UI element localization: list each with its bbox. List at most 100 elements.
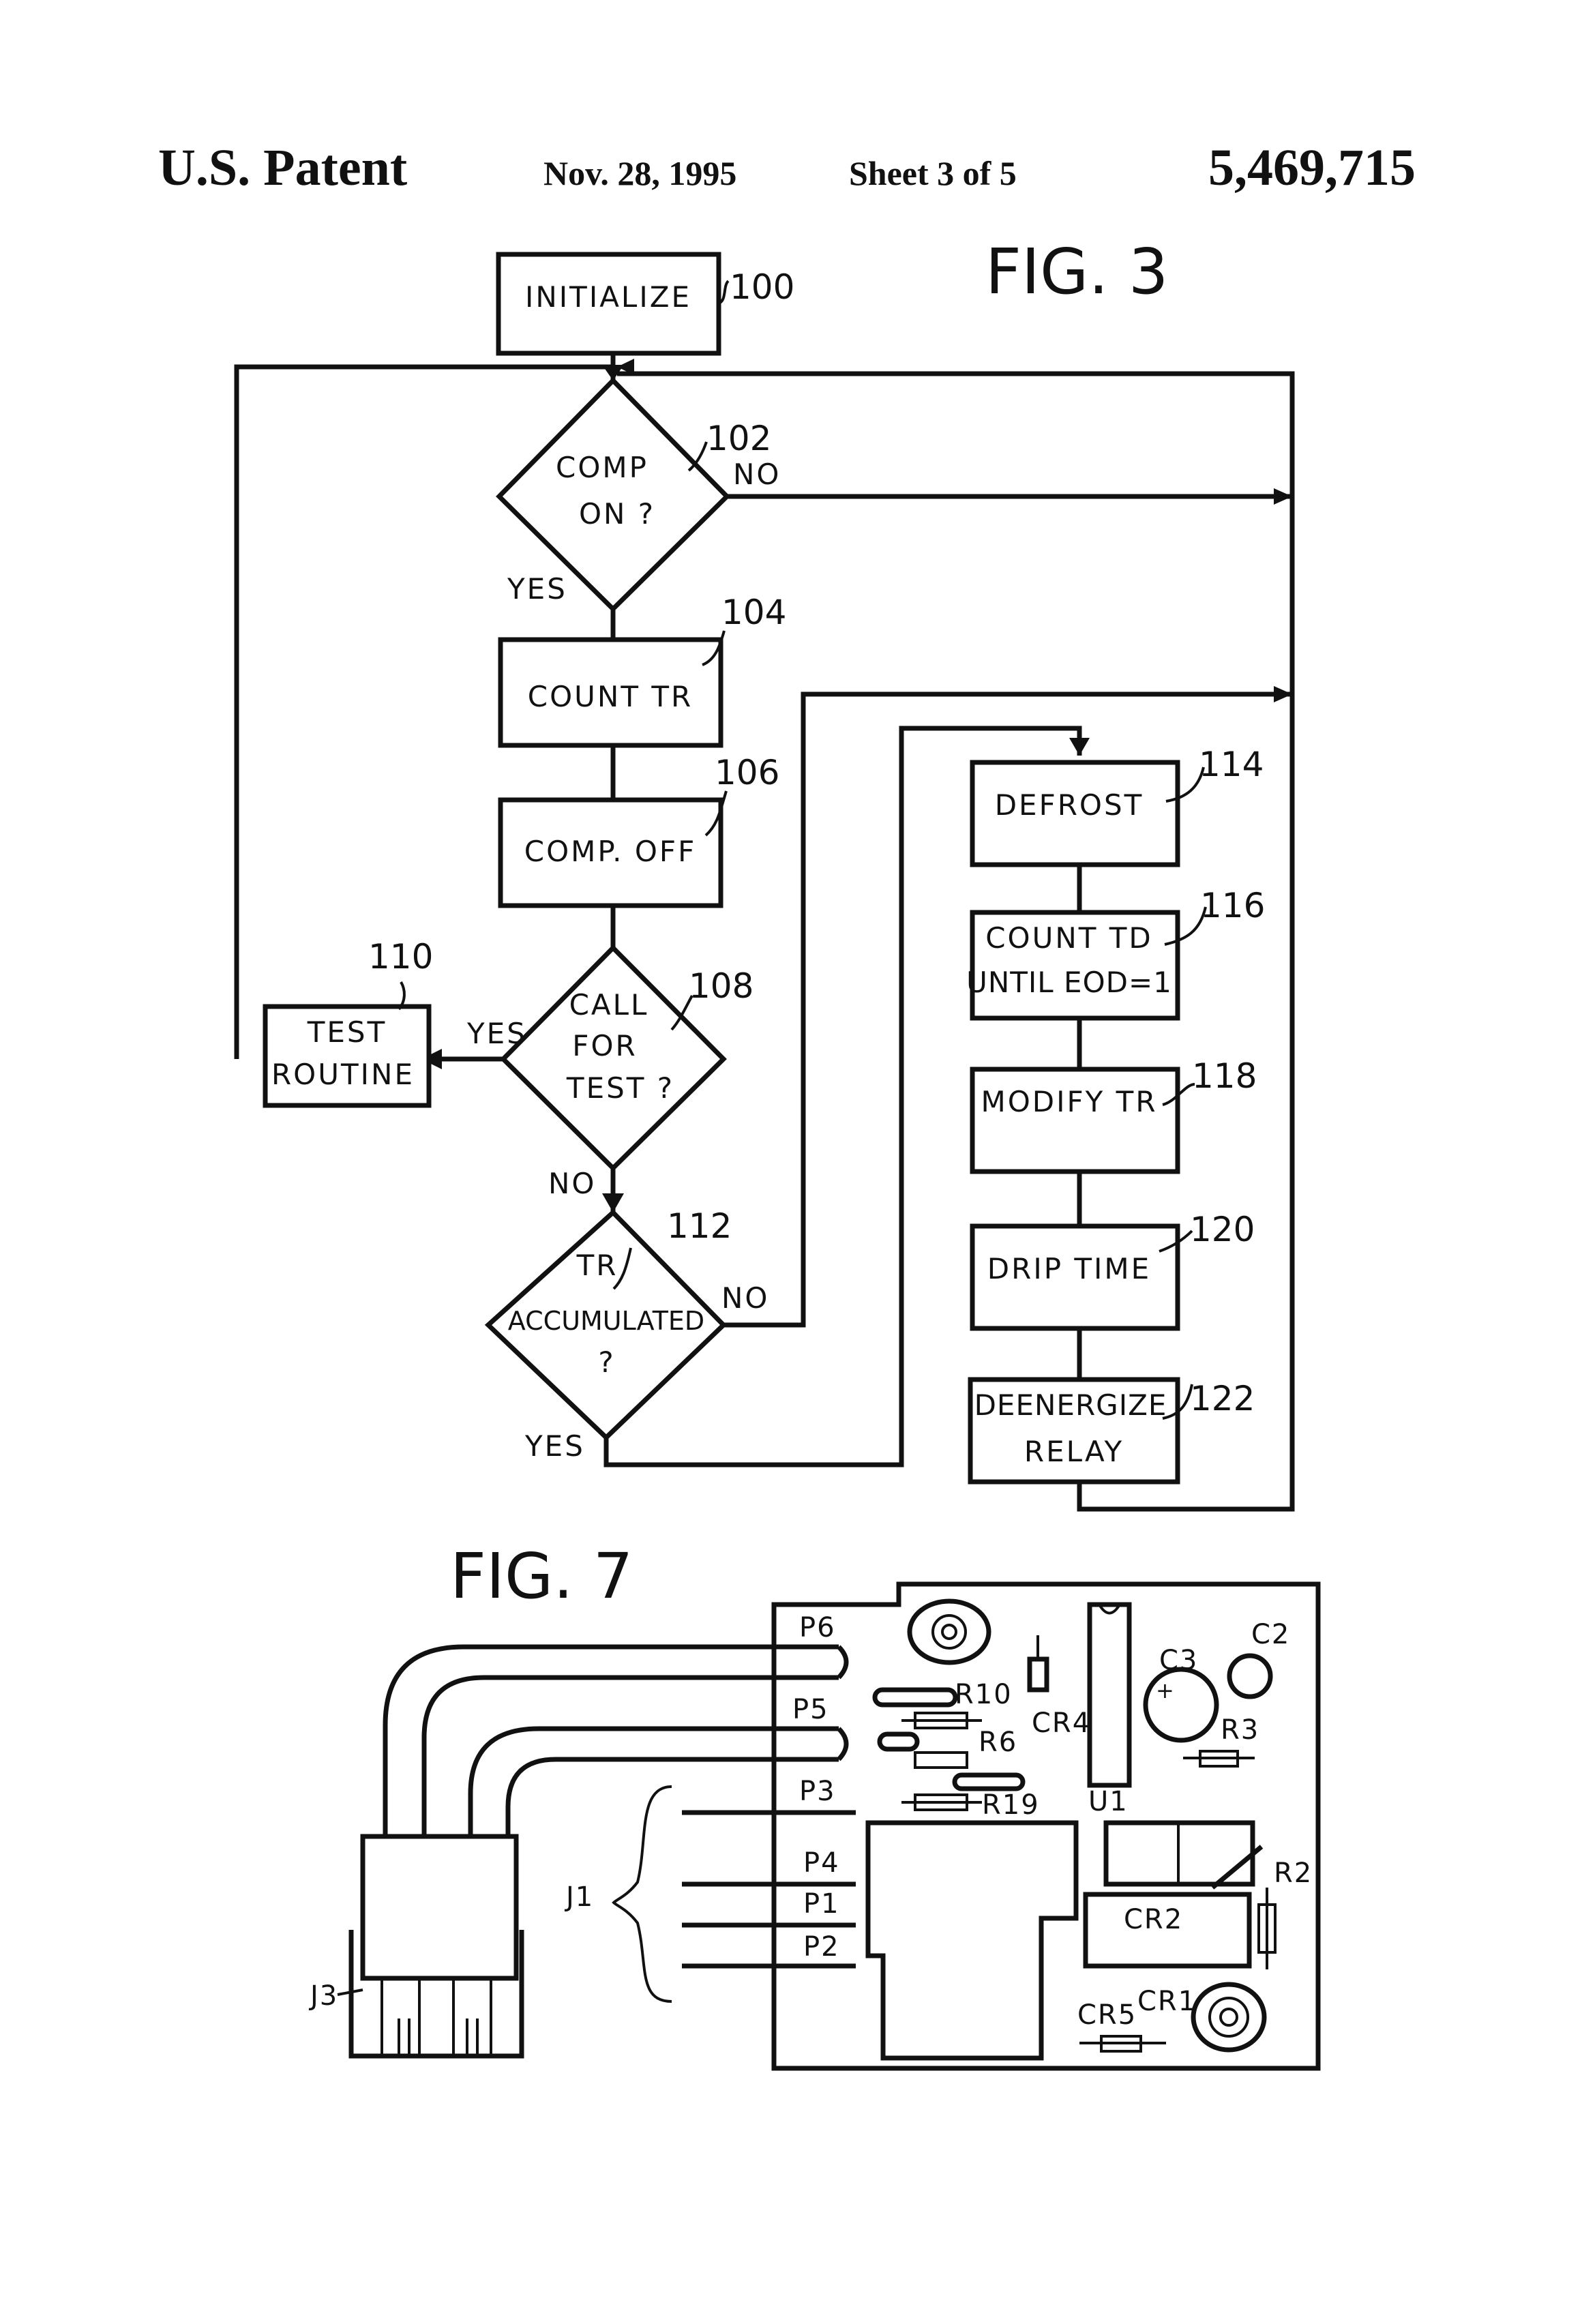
- leader-line: [1164, 906, 1207, 946]
- step-100-initialize: INITIALIZE 100: [496, 252, 794, 356]
- decision-label-line-3: TEST ?: [566, 1071, 674, 1105]
- pin-label-p6: P6: [799, 1612, 836, 1643]
- step-104-count-tr: COUNT TR 104: [498, 593, 786, 748]
- leader-line: [337, 1988, 363, 1996]
- step-label: DEFROST: [995, 788, 1144, 822]
- fig3-flowchart: FIG. 3: [234, 235, 1295, 1512]
- cr4-diode: [1027, 1656, 1049, 1693]
- leader-line: [1162, 1083, 1195, 1106]
- r3-resistor: [1199, 1750, 1239, 1768]
- step-box: [970, 1223, 1180, 1331]
- step-box: [970, 910, 1180, 1021]
- branch-no-label: NO: [721, 1281, 769, 1315]
- leader-line: [398, 981, 406, 1011]
- decision-label-line-2: FOR: [572, 1029, 637, 1062]
- u1-notch: [1098, 1603, 1121, 1615]
- step-label: COUNT TR: [528, 680, 693, 713]
- step-122-deenergize-relay: DEENERGIZE RELAY 122: [968, 1377, 1255, 1485]
- terminal-screw-center: [1219, 2008, 1238, 2027]
- r6-resistor: [914, 1712, 968, 1729]
- step-label: INITIALIZE: [525, 280, 691, 314]
- step-label-line-2: ROUTINE: [271, 1058, 415, 1091]
- circuit-board-outline: [771, 1581, 1321, 2071]
- fig7-drawing: FIG. 7 J3: [308, 1540, 1321, 2071]
- decision-label-line-2: ACCUMULATED: [508, 1306, 704, 1336]
- pin-label-p2: P2: [803, 1931, 840, 1963]
- leader-line: [687, 441, 708, 472]
- step-ref: 120: [1190, 1210, 1255, 1249]
- terminal-screw-icon: [907, 1598, 991, 1665]
- c3-capacitor-icon: [1143, 1667, 1219, 1743]
- cr5-diode: [1100, 2035, 1142, 2053]
- step-106-comp-off: COMP. OFF 106: [498, 753, 779, 908]
- label-cr5: CR5: [1077, 1999, 1137, 2031]
- j1-brace: [612, 1785, 672, 2003]
- r19-resistor: [914, 1793, 968, 1811]
- decision-diamond: [484, 1209, 727, 1441]
- c2-capacitor-icon: [1227, 1653, 1273, 1699]
- step-ref: 112: [667, 1206, 732, 1246]
- step-box: [498, 637, 723, 748]
- header-date: Nov. 28, 1995: [543, 154, 737, 192]
- connector-110-loop: [234, 364, 613, 1059]
- relay-arm: [1210, 1845, 1264, 1890]
- step-label: MODIFY TR: [981, 1085, 1157, 1118]
- j3-housing: [360, 1834, 519, 1981]
- step-label-line-1: DEENERGIZE: [974, 1388, 1167, 1422]
- step-box: [496, 252, 721, 356]
- leader-line: [702, 630, 726, 666]
- branch-yes-label: YES: [466, 1017, 527, 1050]
- branch-no-label: NO: [548, 1167, 596, 1200]
- pad: [877, 1731, 920, 1752]
- board-components: U1 CR4 C3 + C2 R10 R6: [872, 1598, 1311, 2053]
- cr2-block: [1083, 1892, 1252, 1969]
- step-label-line-1: TEST: [307, 1015, 387, 1049]
- cable-p6-outer: [383, 1644, 839, 1836]
- decision-diamond: [500, 944, 727, 1172]
- decision-label-line-1: TR: [576, 1249, 618, 1282]
- step-ref: 102: [706, 419, 771, 458]
- j1-label: J1: [564, 1881, 594, 1913]
- step-ref: 104: [721, 593, 786, 632]
- step-102-comp-on-decision: COMP ON ? 102 NO YES: [496, 377, 781, 612]
- label-c2: C2: [1251, 1619, 1290, 1650]
- cable-p5-outer: [468, 1726, 839, 1836]
- step-112-tr-accumulated-decision: TR ACCUMULATED ? 112 NO YES: [484, 1206, 769, 1463]
- branch-yes-label: YES: [524, 1429, 585, 1463]
- step-label-line-1: COUNT TD: [985, 921, 1153, 955]
- j3-label: J3: [308, 1980, 338, 2012]
- label-cr1: CR1: [1137, 1986, 1197, 2017]
- c3-plus: +: [1156, 1678, 1176, 1703]
- step-box: [498, 797, 723, 908]
- connector-122-return: [1077, 374, 1295, 1512]
- step-label: DRIP TIME: [987, 1252, 1151, 1285]
- terminal-screw-center: [941, 1624, 957, 1640]
- step-120-drip-time: DRIP TIME 120: [970, 1210, 1255, 1331]
- r2-resistor: [1257, 1903, 1277, 1954]
- j1-header: J1: [564, 1785, 856, 2003]
- arrow-down-icon: [602, 365, 624, 381]
- arrow-right-icon: [1274, 686, 1292, 702]
- pin-label-p3: P3: [799, 1776, 836, 1807]
- flow-arrowheads: [421, 359, 1292, 1212]
- step-ref: 108: [689, 966, 753, 1006]
- leader-line: [1165, 766, 1205, 803]
- decision-label-line-1: COMP: [556, 451, 648, 484]
- branch-no-label: NO: [733, 458, 781, 491]
- label-cr4: CR4: [1032, 1708, 1091, 1739]
- step-label: COMP. OFF: [524, 835, 696, 868]
- label-r10: R10: [955, 1679, 1013, 1710]
- step-ref: 100: [730, 267, 794, 307]
- terminal-screw-inner: [1208, 1997, 1249, 2038]
- decision-diamond: [496, 377, 730, 612]
- pin-label-p1: P1: [803, 1888, 840, 1920]
- branch-yes-label: YES: [507, 572, 567, 606]
- leader-line: [612, 1247, 632, 1290]
- step-ref: 118: [1192, 1056, 1257, 1096]
- header-patent-label: U.S. Patent: [158, 139, 408, 196]
- arrow-left-icon: [617, 359, 634, 375]
- arrow-left-icon: [421, 1049, 442, 1069]
- connector-112-no: [723, 691, 1292, 1328]
